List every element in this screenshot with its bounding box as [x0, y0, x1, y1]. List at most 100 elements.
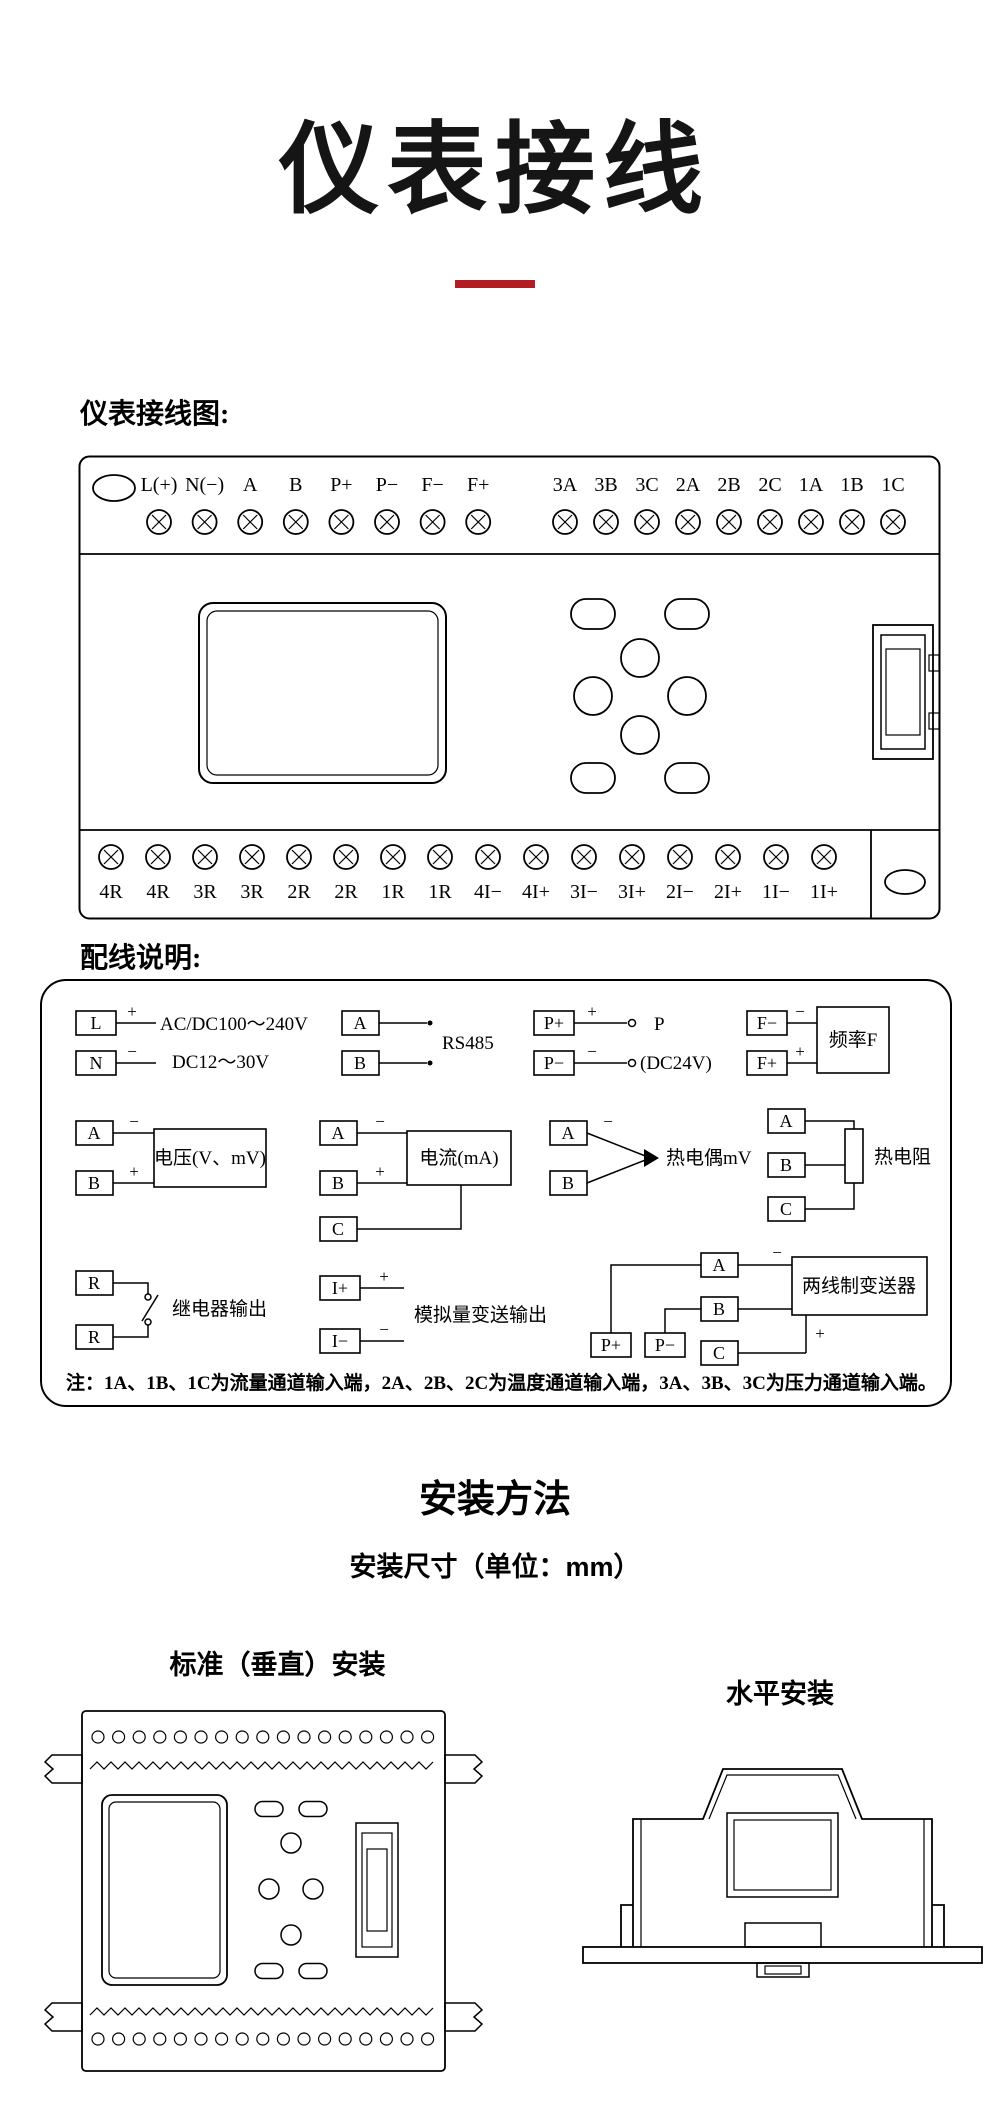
screw-terminal-icon [523, 844, 549, 870]
lcd-screen [101, 1794, 228, 1986]
svg-text:B: B [780, 1155, 792, 1175]
power-range-2: DC12～30V [172, 1052, 269, 1073]
svg-text:A: A [780, 1111, 793, 1131]
device-outline [78, 455, 941, 920]
horizontal-install-diagram [582, 1768, 983, 1978]
screw-slot-icon [803, 514, 819, 530]
screw-slot-icon [150, 849, 166, 865]
relay-contact-icon [141, 1294, 159, 1322]
terminal-label: 3A [553, 474, 578, 496]
relay-label: 继电器输出 [172, 1298, 267, 1320]
terminal-label: 3R [240, 881, 264, 903]
bottom-terminal-dots [91, 2032, 435, 2046]
terminal-dot-icon [400, 2032, 414, 2046]
terminal-dot-icon [338, 2032, 352, 2046]
terminal-label: 1A [799, 474, 824, 496]
button-cluster [570, 598, 710, 794]
screw-slot-icon [680, 514, 696, 530]
terminal-dot-icon [132, 1730, 146, 1744]
svg-text:C: C [780, 1199, 792, 1219]
screw-slot-icon [103, 849, 119, 865]
legend-relay: R R 继电器输出 [75, 1270, 267, 1350]
screw-terminal-icon [145, 844, 171, 870]
svg-text:B: B [88, 1173, 100, 1193]
screw-terminal-icon [419, 509, 446, 535]
terminal-label: 2B [717, 474, 740, 496]
screw-slot-icon [197, 514, 213, 530]
terminal-label: 2R [287, 881, 311, 903]
rail-teeth-top [89, 1761, 434, 1770]
terminal-label: 1C [881, 474, 904, 496]
din-rail-stub-top-left [43, 1754, 83, 1784]
terminal-dot-icon [235, 1730, 249, 1744]
screw-slot-icon [197, 849, 213, 865]
terminal-label: 2I− [666, 881, 694, 903]
svg-text:P−: P− [655, 1335, 675, 1355]
plus-sign: + [127, 1002, 137, 1021]
voltage-label: 电压(V、mV) [154, 1147, 266, 1169]
terminal-label: F+ [467, 474, 489, 496]
screw-slot-icon [672, 849, 688, 865]
dc24-label: P [654, 1014, 665, 1035]
front-window [726, 1812, 839, 1898]
terminal-label: F− [421, 474, 443, 496]
din-rail-stub-top-right [444, 1754, 484, 1784]
nav-button-right-icon [667, 676, 707, 716]
screw-slot-icon [470, 514, 486, 530]
lcd-screen [198, 602, 447, 784]
analog-out-label: 模拟量变送输出 [414, 1304, 547, 1326]
screw-terminal-icon [634, 509, 660, 535]
plus-sign: + [815, 1324, 825, 1343]
legend-transmitter: A B C P+ P− − + 两线制变送器 [590, 1243, 928, 1366]
terminal-label: N(−) [185, 474, 224, 496]
terminal-dot-icon [153, 1730, 167, 1744]
screw-slot-icon [151, 514, 167, 530]
terminal-dot-icon [215, 1730, 229, 1744]
screw-terminal-icon [763, 844, 789, 870]
mounting-hole-bottom-right [884, 869, 926, 895]
minus-sign: − [129, 1112, 139, 1131]
terminal-label: B [289, 474, 302, 496]
screw-terminal-icon [475, 844, 501, 870]
minus-sign: − [375, 1112, 385, 1131]
svg-text:A: A [332, 1123, 345, 1143]
wiring-legend-box: L N + − AC/DC100～240V DC12～30V A B RS485… [40, 979, 952, 1407]
terminal-label: 4I+ [522, 881, 550, 903]
minus-sign: − [795, 1002, 805, 1021]
profile-base-steps [620, 1904, 945, 1947]
terminal-dot-icon [379, 1730, 393, 1744]
screw-terminal-icon [333, 844, 359, 870]
terminal-label: 4I− [474, 881, 502, 903]
terminal-label: P+ [330, 474, 352, 496]
screw-slot-icon [598, 514, 614, 530]
side-connector [872, 624, 940, 760]
rail-clip-upper [744, 1922, 822, 1948]
legend-voltage: A B − + 电压(V、mV) [75, 1112, 267, 1196]
minus-sign: − [603, 1112, 613, 1131]
transmitter-label: 两线制变送器 [802, 1275, 916, 1297]
terminal-label: 2A [676, 474, 701, 496]
terminal-dot-icon [111, 1730, 126, 1744]
screw-slot-icon [480, 849, 496, 865]
terminal-dot-icon [173, 2032, 187, 2046]
bottom-terminal-screws [98, 844, 837, 870]
wiring-legend-diagrams: L N + − AC/DC100～240V DC12～30V A B RS485… [66, 1002, 937, 1394]
terminal-label: 1R [428, 881, 452, 903]
screw-slot-icon [816, 849, 832, 865]
svg-text:P+: P+ [544, 1013, 564, 1033]
nav-button-up-icon [620, 638, 660, 678]
terminal-label: 1I− [762, 881, 790, 903]
terminal-dot-icon [132, 2032, 146, 2046]
svg-text:A: A [354, 1013, 367, 1033]
terminal-dot-icon [318, 2032, 332, 2046]
svg-text:A: A [88, 1123, 101, 1143]
screw-slot-icon [528, 849, 544, 865]
screw-terminal-icon [715, 844, 741, 870]
svg-text:B: B [562, 1173, 574, 1193]
svg-text:F−: F− [757, 1013, 777, 1033]
screw-terminal-icon [593, 509, 619, 535]
rtd-resistor-icon [844, 1128, 864, 1184]
terminal-label: L(+) [141, 474, 178, 496]
terminal-label: P− [376, 474, 398, 496]
